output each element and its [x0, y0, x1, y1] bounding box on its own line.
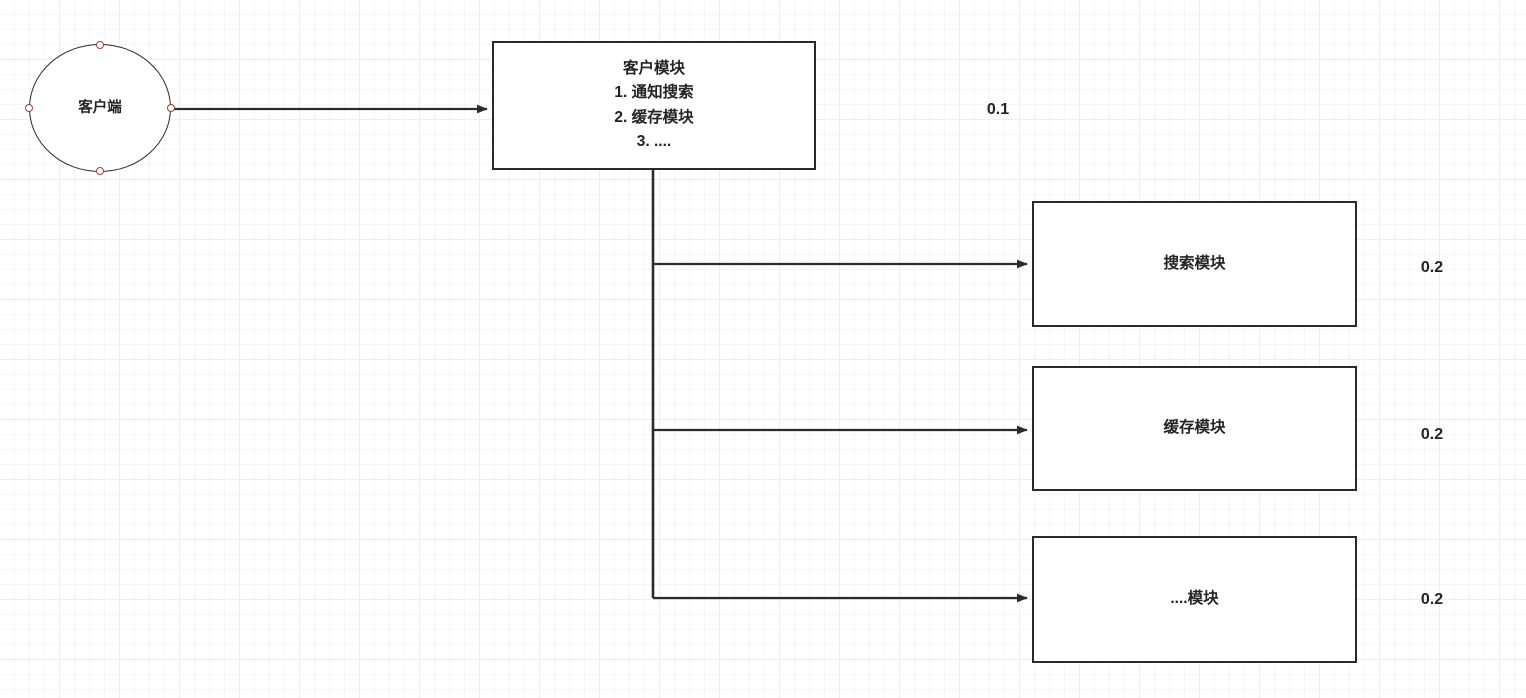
- port-client-left-icon[interactable]: [25, 104, 33, 112]
- node-other-module-label: ....模块: [1170, 590, 1219, 608]
- node-cache-module[interactable]: 缓存模块: [1032, 366, 1357, 491]
- node-other-module[interactable]: ....模块: [1032, 536, 1357, 663]
- node-client-module-label: 客户模块 1. 通知搜索 2. 缓存模块 3. ....: [614, 60, 694, 150]
- weight-search-module: 0.2: [1420, 259, 1444, 276]
- weight-other-module: 0.2: [1420, 591, 1444, 608]
- node-search-module-label: 搜索模块: [1163, 254, 1226, 272]
- node-cache-module-label: 缓存模块: [1163, 419, 1226, 437]
- port-client-right-icon[interactable]: [167, 104, 175, 112]
- weight-cache-module: 0.2: [1420, 426, 1444, 443]
- weight-client-module: 0.1: [986, 101, 1010, 118]
- node-search-module[interactable]: 搜索模块: [1032, 201, 1357, 327]
- port-client-top-icon[interactable]: [96, 41, 104, 49]
- node-client[interactable]: 客户端: [29, 44, 171, 172]
- node-client-label: 客户端: [78, 99, 122, 116]
- node-client-module[interactable]: 客户模块 1. 通知搜索 2. 缓存模块 3. ....: [492, 41, 816, 170]
- port-client-bottom-icon[interactable]: [96, 167, 104, 175]
